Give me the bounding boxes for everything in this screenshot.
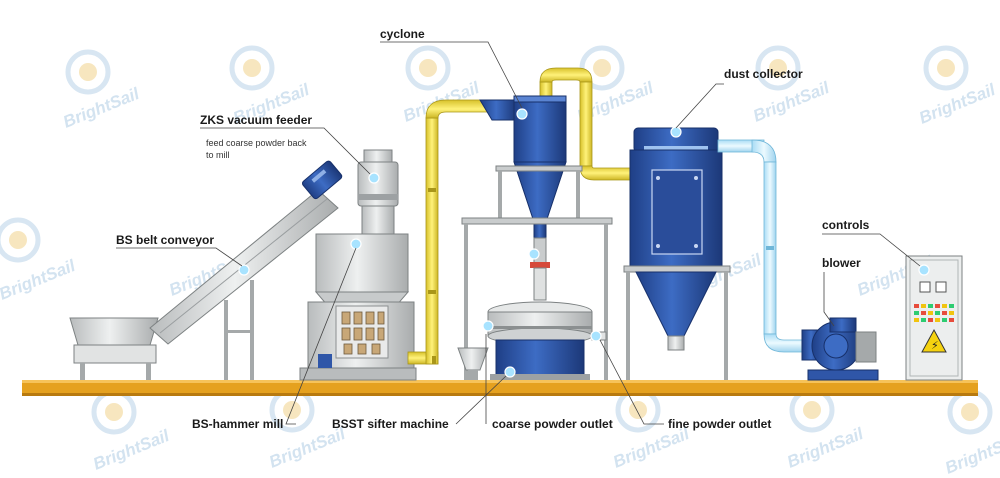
dust-collector bbox=[623, 127, 731, 380]
label-dust-collector: dust collector bbox=[724, 67, 803, 81]
label-coarse-outlet: coarse powder outlet bbox=[492, 417, 613, 431]
vacuum-feeder bbox=[357, 149, 399, 235]
label-vacuum-feeder-note: feed coarse powder back bbox=[206, 138, 307, 148]
watermark-text: BrightSail bbox=[942, 430, 1000, 478]
indicator-lights bbox=[914, 304, 954, 322]
feed-hopper bbox=[69, 317, 159, 380]
label-hammer-mill: BS-hammer mill bbox=[192, 417, 283, 431]
label-fine-outlet: fine powder outlet bbox=[668, 417, 771, 431]
watermark-logo bbox=[923, 45, 969, 91]
sifter bbox=[457, 301, 607, 380]
control-panel: ⚡ bbox=[905, 255, 963, 381]
mill-hammers bbox=[341, 311, 385, 355]
label-blower: blower bbox=[822, 256, 861, 270]
blower bbox=[801, 317, 879, 381]
marker-controls bbox=[918, 264, 930, 276]
watermark-text: BrightSail bbox=[784, 424, 867, 472]
labels: cyclone dust collector ZKS vacuum feeder… bbox=[116, 27, 870, 431]
hammer-mill bbox=[299, 233, 417, 381]
watermark-text: BrightSail bbox=[90, 426, 173, 474]
yellow-pipe bbox=[407, 67, 637, 365]
warning-icon bbox=[921, 328, 947, 353]
watermark-logo bbox=[405, 45, 451, 91]
leader-lines bbox=[116, 41, 921, 425]
marker-coarse-outlet bbox=[482, 320, 494, 332]
watermark-logo bbox=[755, 45, 801, 91]
floor bbox=[22, 380, 978, 396]
marker-cyclone bbox=[516, 108, 528, 120]
marker-hammer-mill bbox=[350, 238, 362, 250]
watermark-logo bbox=[229, 45, 275, 91]
watermark-logo bbox=[65, 49, 111, 95]
label-cyclone: cyclone bbox=[380, 27, 425, 41]
conveyor-head bbox=[301, 160, 343, 200]
watermark-logo bbox=[0, 217, 41, 263]
light-blue-pipe bbox=[717, 139, 803, 353]
watermark-text: BrightSail bbox=[0, 256, 79, 304]
label-controls: controls bbox=[822, 218, 870, 232]
marker-vacuum-feeder bbox=[368, 172, 380, 184]
label-belt-conveyor: BS belt conveyor bbox=[116, 233, 214, 247]
marker-sifter bbox=[528, 248, 540, 260]
marker-belt-conveyor bbox=[238, 264, 250, 276]
label-sifter: BSST sifter machine bbox=[332, 417, 449, 431]
label-vacuum-feeder-note: to mill bbox=[206, 150, 230, 160]
marker-dust-collector bbox=[670, 126, 682, 138]
marker-sifter-body bbox=[504, 366, 516, 378]
label-vacuum-feeder: ZKS vacuum feeder bbox=[200, 113, 312, 127]
watermark-logo bbox=[91, 389, 137, 435]
marker-fine-outlet bbox=[590, 330, 602, 342]
svg-text:⚡: ⚡ bbox=[931, 339, 939, 352]
watermark-text: BrightSail bbox=[60, 84, 143, 132]
watermark-logo bbox=[947, 389, 993, 435]
